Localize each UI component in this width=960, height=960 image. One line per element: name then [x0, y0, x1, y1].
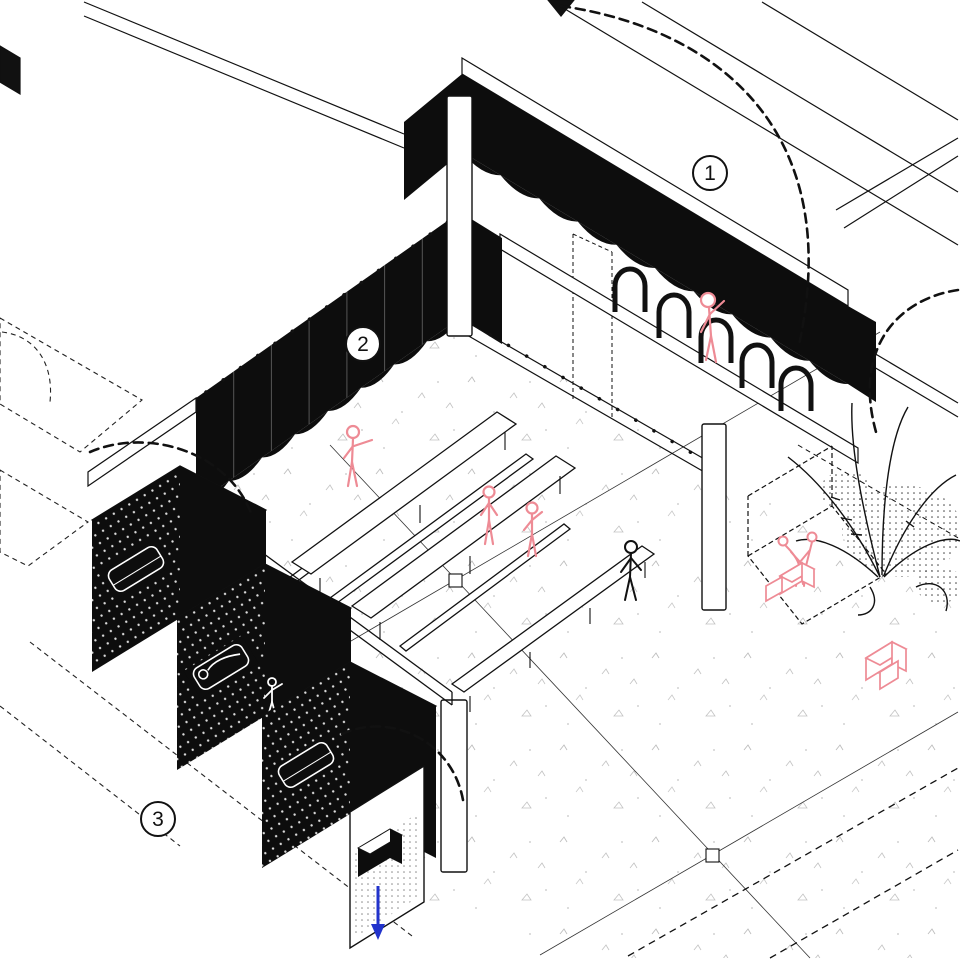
zone-marker-2-label: 2: [357, 333, 369, 356]
roof-beam-left: [83, 1, 405, 135]
junction-plate: [705, 848, 720, 863]
curtain-fringe: [462, 152, 848, 385]
reclining-figure: [197, 669, 209, 680]
roof-cross-beam: [843, 155, 959, 229]
station-dashed-frame: [747, 445, 887, 625]
arch: [656, 292, 692, 338]
arch: [612, 266, 648, 312]
hall-figure-pointing: [342, 424, 374, 488]
hall-edge-beam: [459, 330, 707, 474]
long-table: [290, 411, 518, 575]
booth-sofa: [98, 537, 174, 601]
string-lights: [204, 214, 458, 394]
curtain-fringe: [196, 318, 460, 505]
gallery-black-band: [462, 74, 848, 384]
pink-elements: [342, 291, 908, 691]
dashed-arch-line: [1, 331, 52, 403]
counter-desk: [450, 545, 656, 693]
flow-arc-top: [559, 4, 810, 347]
counter-legs: [469, 562, 646, 712]
flow-arcs: [88, 4, 960, 802]
floor-grid: [249, 331, 959, 959]
column: [446, 95, 473, 337]
unpacking-figures: [777, 531, 818, 587]
dashed-bay-plane: [0, 469, 89, 567]
floor-figure: [620, 540, 642, 601]
dashed-bay-plane: [0, 317, 143, 453]
roof-cross-beam: [835, 137, 959, 211]
floor-junction-plates: [448, 573, 720, 863]
wall-stub-left: [0, 45, 21, 96]
arch: [739, 342, 775, 388]
zone-markers: 1 2 3: [140, 155, 728, 837]
floor-dashed-bounds: [627, 767, 959, 959]
roof-purlin: [761, 1, 959, 121]
pink-crates: [765, 561, 908, 691]
zone-marker-2: 2: [345, 326, 381, 362]
roof-beam-left: [83, 15, 405, 149]
gallery-figure: [699, 291, 726, 364]
zone-marker-3-label: 3: [152, 808, 164, 831]
flow-arc-booths: [340, 725, 465, 802]
roof-purlin: [559, 5, 959, 246]
dashed-guide: [797, 444, 960, 540]
gallery-band-end: [848, 306, 876, 402]
zone-marker-1: 1: [692, 155, 728, 191]
reading-booths: [90, 465, 438, 950]
dashed-shaft-center: [572, 233, 613, 420]
wall-panel-seams: [233, 238, 423, 478]
hall-edge-beam: [459, 317, 707, 461]
columns: [440, 95, 727, 873]
zone-marker-3: 3: [140, 801, 176, 837]
hall-figure: [522, 501, 544, 558]
flow-arc-left: [88, 441, 254, 518]
zone-marker-1-label: 1: [704, 162, 716, 185]
hall-black-wall: [196, 212, 460, 504]
hall-figure: [479, 485, 499, 546]
arch: [778, 365, 814, 411]
down-arrow-icon: [371, 886, 385, 940]
booth-4-open: [349, 764, 425, 950]
column: [440, 699, 468, 873]
flow-arc-right: [868, 288, 960, 434]
booth-sofa: [183, 635, 259, 699]
gallery-wall: [404, 56, 876, 465]
roof-purlin: [641, 1, 959, 193]
booth-3: [260, 661, 438, 868]
booth-sofa: [268, 733, 344, 797]
junction-plate: [448, 573, 463, 588]
column: [701, 423, 727, 611]
